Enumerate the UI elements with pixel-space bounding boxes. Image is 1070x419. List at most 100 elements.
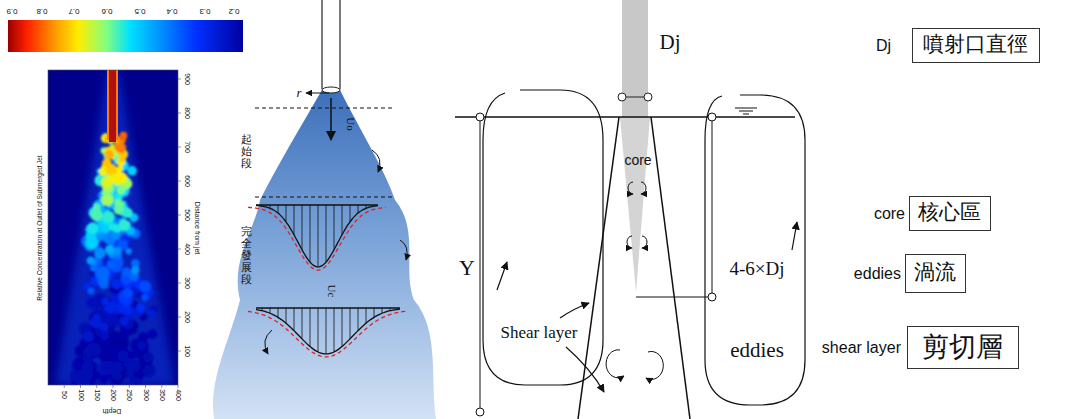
concentration-blob: [125, 248, 132, 255]
concentration-blob: [143, 352, 153, 362]
concentration-blob: [93, 204, 100, 211]
concentration-blob: [104, 150, 114, 160]
axis-tick-label: 700: [184, 141, 191, 153]
concentration-blob: [139, 280, 151, 292]
concentration-blob: [122, 208, 132, 218]
term-translation: 剪切層: [922, 332, 1003, 362]
axis-title: Relative Concentration at Outlet of Subm…: [37, 155, 44, 300]
concentration-blob: [80, 368, 93, 381]
section-name: 起始段: [241, 134, 252, 170]
concentration-blob: [87, 297, 98, 308]
axis-tick-label: 400: [184, 243, 191, 255]
term-translation: 渦流: [914, 261, 956, 284]
core-region: [620, 117, 650, 292]
concentration-blob: [136, 303, 145, 312]
concentration-blob: [137, 341, 145, 349]
term-translation: 噴射口直徑: [923, 33, 1028, 56]
concentration-blob: [143, 364, 156, 377]
concentration-blob: [127, 166, 137, 176]
axis-tick-label: 150: [93, 389, 100, 401]
leader-arrow: [560, 303, 589, 318]
region-label: Shear layer: [501, 324, 578, 341]
axis-tick-label: 200: [110, 389, 117, 401]
concentration-blob: [102, 211, 114, 223]
concentration-blob: [138, 332, 148, 342]
concentration-blob: [137, 341, 149, 353]
flow-arrow: [372, 150, 380, 172]
concentration-blob: [99, 360, 114, 375]
eddy-arrow: [497, 262, 507, 290]
axis-tick-label: 900: [184, 73, 191, 85]
concentration-blob: [101, 298, 108, 305]
leader-arrow: [566, 347, 604, 392]
radius-symbol: r: [296, 86, 301, 99]
colorbar-tick: 0.7: [68, 7, 79, 15]
term-box: Dj噴射口直徑: [912, 28, 1040, 63]
term-label: Dj: [876, 37, 891, 55]
dimension-marker: [618, 93, 626, 101]
concentration-blob: [96, 267, 109, 280]
concentration-blob: [100, 322, 109, 331]
pipe-wall: [321, 0, 322, 89]
shear-line: [651, 117, 690, 419]
section-divider: [255, 108, 392, 109]
axis-tick-label: 250: [126, 389, 133, 401]
colorbar-tick: 0.2: [228, 7, 239, 15]
concentration-blob: [141, 294, 148, 301]
concentration-blob: [120, 156, 126, 162]
colorbar-tick: 0.9: [6, 7, 17, 15]
concentration-blob: [101, 332, 109, 340]
velocity-symbol: Uc: [326, 285, 337, 298]
colorbar-tick: 0.5: [134, 7, 145, 15]
jet-column: [622, 0, 648, 117]
colorbar-tick: 0.6: [101, 7, 112, 15]
jet-plume: [213, 90, 436, 419]
region-label: eddies: [730, 340, 784, 361]
axis-tick-label: 50: [61, 391, 68, 399]
eddy-arrow: [792, 222, 797, 250]
concentration-blob: [87, 343, 101, 357]
colorbar-tick: 0.4: [166, 7, 177, 15]
axis-tick-label: 300: [184, 277, 191, 289]
velocity-profiles: [248, 205, 408, 357]
term-label: core: [874, 205, 905, 223]
concentration-blob: [88, 288, 95, 295]
axis-tick-label: 800: [184, 107, 191, 119]
flow-arrow: [265, 330, 272, 354]
dimension-label: Y: [459, 257, 475, 279]
axis-title: Depth: [103, 408, 122, 415]
axis-tick-label: 350: [158, 389, 165, 401]
radius-arrow: [306, 93, 329, 94]
shear-line: [578, 117, 619, 419]
axis-tick-label: 500: [184, 209, 191, 221]
core-length-line: [636, 297, 712, 298]
axis-title: Distance from jet: [194, 202, 201, 255]
term-label: shear layer: [822, 339, 901, 357]
section-divider: [255, 197, 392, 198]
concentration-blob: [119, 220, 130, 231]
concentration-blob: [117, 172, 127, 182]
colorbar-tick: 0.3: [199, 7, 210, 15]
concentration-map: [48, 70, 178, 385]
dimension-label: Dj: [660, 32, 681, 53]
dimension-marker: [476, 408, 484, 416]
concentration-blob: [87, 222, 98, 233]
eddy-loop: [705, 95, 805, 405]
flow-arrow: [400, 240, 407, 260]
axis-tick-label: 300: [142, 389, 149, 401]
concentration-blob: [114, 247, 122, 255]
concentration-blob: [120, 134, 126, 140]
concentration-blob: [100, 375, 109, 384]
concentration-blob: [72, 359, 83, 370]
concentration-blob: [120, 316, 129, 325]
eddy-loop: [483, 90, 603, 385]
concentration-blob: [90, 264, 97, 271]
dimension-marker: [644, 93, 652, 101]
core-length-line: [712, 117, 713, 297]
concentration-blob: [107, 261, 115, 269]
pipe-wall: [339, 0, 340, 89]
concentration-blob: [101, 194, 113, 206]
concentration-blob: [131, 266, 139, 274]
concentration-blob: [118, 350, 129, 361]
concentration-blob: [83, 331, 94, 342]
